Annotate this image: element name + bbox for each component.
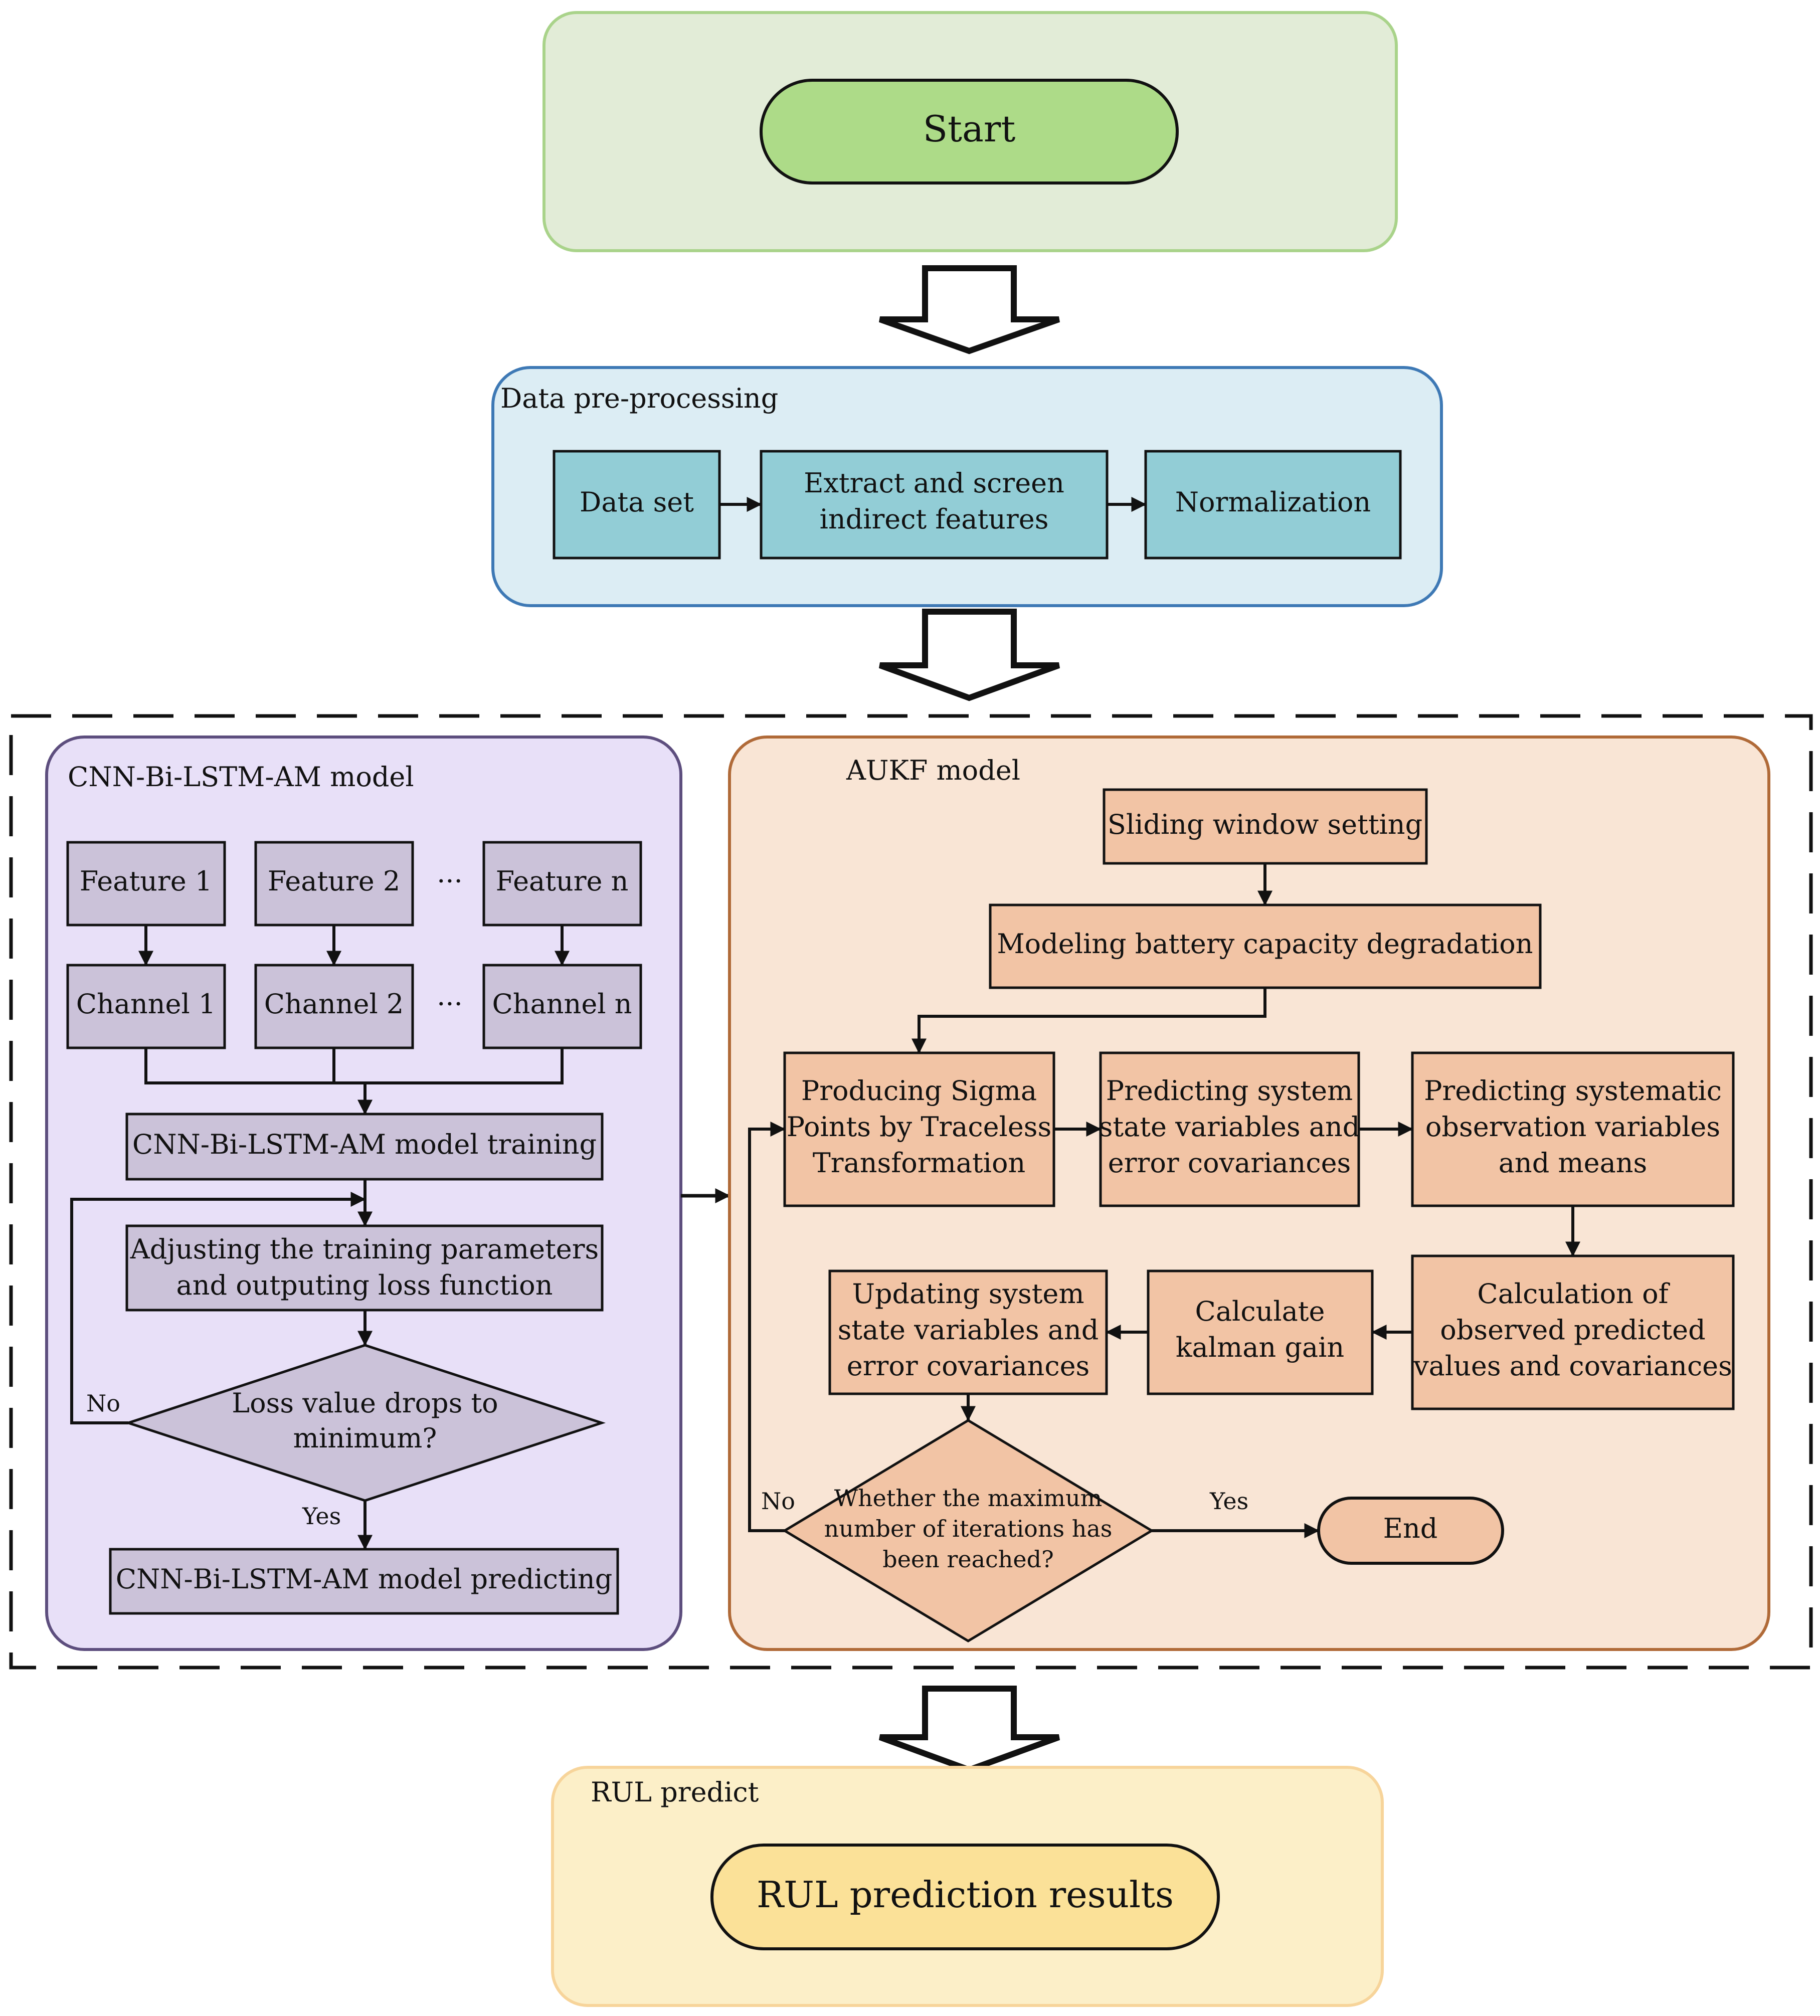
- models-dashed-frame: [9, 714, 1813, 1670]
- model-predicting-label: CNN-Bi-LSTM-AM model predicting: [116, 1563, 613, 1595]
- feature-2-box: [254, 841, 414, 927]
- kalman-gain-label-line1: Calculate: [1195, 1296, 1325, 1327]
- start-node: [760, 79, 1179, 185]
- iteration-no-label: No: [761, 1488, 795, 1515]
- kalman-gain-box: [1147, 1269, 1374, 1395]
- extract-features-box: [760, 450, 1109, 560]
- sliding-window-label: Sliding window setting: [1108, 809, 1422, 840]
- channel-n-label: Channel n: [492, 988, 632, 1020]
- adjust-parameters-label-line1: Adjusting the training parameters: [130, 1233, 599, 1265]
- iteration-decision-label-line2: number of iterations has: [824, 1515, 1113, 1542]
- adjust-parameters-label-line2: and outputing loss function: [176, 1269, 553, 1301]
- cnn-title: CNN-Bi-LSTM-AM model: [68, 761, 414, 793]
- kalman-gain-label-line2: kalman gain: [1176, 1332, 1344, 1363]
- channels-ellipsis: ···: [437, 988, 463, 1020]
- predict-observation-box: [1411, 1051, 1735, 1207]
- feature-1-label: Feature 1: [80, 865, 212, 897]
- sigma-points-box: [783, 1051, 1055, 1207]
- channel-n-box: [482, 964, 642, 1049]
- predict-observation-label-line2: observation variables: [1425, 1111, 1720, 1143]
- block-arrow-down-1: [878, 265, 1060, 354]
- predict-observation-label-line1: Predicting systematic: [1424, 1075, 1722, 1107]
- iteration-no-loop: [748, 1122, 786, 1532]
- model-training-box: [125, 1113, 604, 1181]
- calc-observed-label-line1: Calculation of: [1477, 1278, 1670, 1310]
- aukf-title: AUKF model: [846, 755, 1020, 786]
- feature-n-label: Feature n: [496, 865, 629, 897]
- loss-decision-label-line2: minimum?: [293, 1422, 437, 1454]
- adjust-parameters-box: [125, 1224, 604, 1312]
- calc-observed-label-line2: observed predicted: [1440, 1314, 1705, 1346]
- calc-observed-box: [1411, 1254, 1735, 1410]
- iteration-decision-label-line3: been reached?: [882, 1546, 1054, 1573]
- arrow-modeling-to-sigma: [912, 988, 1266, 1054]
- loss-yes-label: Yes: [302, 1503, 341, 1530]
- channels-merge-line: [144, 1048, 564, 1084]
- loss-no-loop: [70, 1192, 366, 1424]
- update-state-label-line2: state variables and: [838, 1314, 1099, 1346]
- extract-features-label-line2: indirect features: [820, 503, 1049, 535]
- channel-2-label: Channel 2: [264, 988, 404, 1020]
- end-node: [1317, 1497, 1504, 1565]
- rul-result-label: RUL prediction results: [757, 1874, 1174, 1916]
- iteration-yes-label: Yes: [1209, 1488, 1248, 1515]
- start-section: Start: [542, 11, 1398, 252]
- loss-no-label: No: [86, 1390, 120, 1417]
- update-state-label-line1: Updating system: [852, 1278, 1084, 1310]
- iteration-decision-diamond: [782, 1419, 1154, 1642]
- dataset-label: Data set: [580, 486, 694, 518]
- rul-title: RUL predict: [591, 1776, 759, 1808]
- end-label: End: [1383, 1513, 1438, 1544]
- sigma-points-label-line1: Producing Sigma: [801, 1075, 1037, 1107]
- modeling-degradation-label: Modeling battery capacity degradation: [997, 928, 1533, 960]
- cnn-section: CNN-Bi-LSTM-AM model Feature 1 Feature 2…: [45, 736, 682, 1651]
- preprocessing-title: Data pre-processing: [500, 383, 778, 414]
- channel-1-label: Channel 1: [76, 988, 216, 1020]
- calc-observed-label-line3: values and covariances: [1413, 1350, 1732, 1382]
- feature-n-box: [482, 841, 642, 927]
- aukf-section: AUKF model Sliding window setting Modeli…: [728, 736, 1770, 1651]
- predict-state-box: [1099, 1051, 1360, 1207]
- features-ellipsis: ···: [437, 865, 463, 897]
- predict-state-label-line3: error covariances: [1108, 1147, 1351, 1179]
- feature-2-label: Feature 2: [268, 865, 400, 897]
- rul-section: RUL predict RUL prediction results: [551, 1766, 1384, 2007]
- preprocessing-section: Data pre-processing Data set Extract and…: [491, 366, 1443, 607]
- update-state-label-line3: error covariances: [847, 1350, 1090, 1382]
- normalization-label: Normalization: [1175, 486, 1371, 518]
- sigma-points-label-line3: Transformation: [813, 1147, 1026, 1179]
- normalization-box: [1144, 450, 1402, 560]
- block-arrow-down-3: [878, 1686, 1060, 1773]
- channel-2-box: [254, 964, 414, 1049]
- predict-observation-label-line3: and means: [1499, 1147, 1648, 1179]
- predict-state-label-line1: Predicting system: [1106, 1075, 1353, 1107]
- iteration-decision-label-line1: Whether the maximum: [834, 1485, 1103, 1512]
- model-training-label: CNN-Bi-LSTM-AM model training: [132, 1129, 597, 1160]
- predict-state-label-line2: state variables and: [1099, 1111, 1360, 1143]
- feature-1-box: [66, 841, 226, 927]
- loss-decision-label-line1: Loss value drops to: [232, 1387, 498, 1419]
- update-state-box: [828, 1269, 1108, 1395]
- start-label: Start: [923, 108, 1016, 150]
- model-predicting-box: [109, 1548, 619, 1615]
- rul-result-node: [710, 1844, 1220, 1950]
- block-arrow-down-2: [878, 609, 1060, 701]
- modeling-degradation-box: [989, 903, 1542, 989]
- extract-features-label-line1: Extract and screen: [804, 467, 1064, 499]
- sigma-points-label-line2: Points by Traceless: [787, 1111, 1051, 1143]
